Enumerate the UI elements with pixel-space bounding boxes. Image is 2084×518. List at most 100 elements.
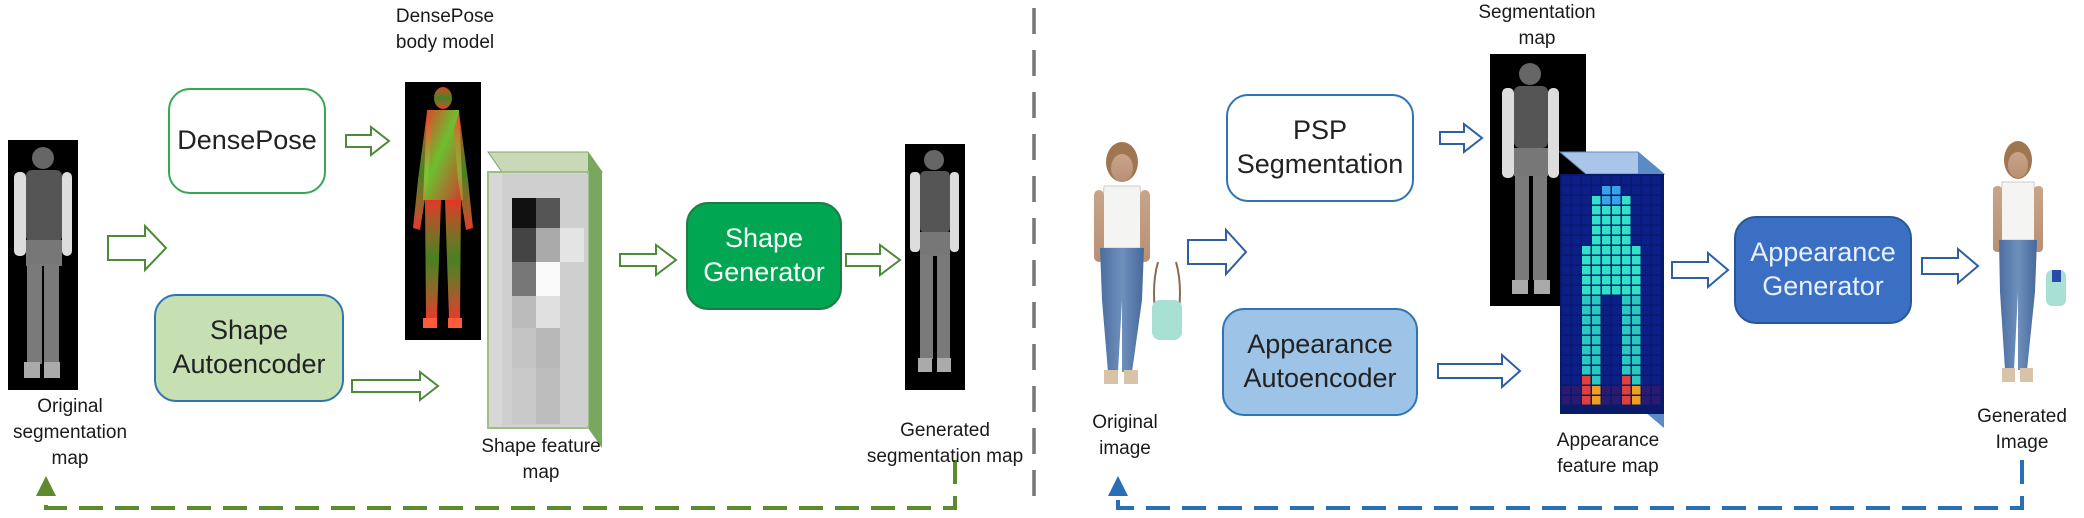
feature-cell (1652, 226, 1661, 235)
feature-cell (1612, 246, 1621, 255)
densepose-model-label: DensePose body model (395, 6, 495, 54)
feature-cell (1632, 346, 1641, 355)
feature-cell (1592, 286, 1601, 295)
shape-generator-box: Shape Generator (686, 202, 842, 310)
feature-cell (1572, 296, 1581, 305)
generated-segmentation-map (905, 144, 965, 390)
feature-cell (1572, 306, 1581, 315)
feature-cell (1572, 366, 1581, 375)
feature-cell (1642, 306, 1651, 315)
feature-cell (1622, 256, 1631, 265)
feature-cell (1612, 276, 1621, 285)
feature-cell (1622, 296, 1631, 305)
feature-cell (1592, 306, 1601, 315)
feature-cell (1582, 226, 1591, 235)
feature-cell (1602, 186, 1611, 195)
feature-cell (1632, 246, 1641, 255)
feature-cell (1642, 396, 1651, 405)
feature-cell (1602, 256, 1611, 265)
feedback-arrowhead-right (1108, 476, 1128, 496)
feature-cell (1632, 376, 1641, 385)
feature-cell (1582, 386, 1591, 395)
feature-cell (1652, 246, 1661, 255)
feature-cell (1582, 196, 1591, 205)
feedback-path-left (44, 460, 957, 510)
feature-cell (1572, 346, 1581, 355)
feature-cell (1622, 276, 1631, 285)
feature-cell (1642, 196, 1651, 205)
feature-cell (1602, 366, 1611, 375)
feature-cell (1562, 236, 1571, 245)
feature-cell (1632, 326, 1641, 335)
feature-cell (1592, 396, 1601, 405)
feature-cell (1572, 216, 1581, 225)
feature-cell (1642, 366, 1651, 375)
feature-cell (1582, 276, 1591, 285)
feature-cell (1622, 336, 1631, 345)
feature-cell (1642, 186, 1651, 195)
feature-cell (1602, 266, 1611, 275)
shape-feature-map (487, 151, 603, 448)
feature-cell (1582, 366, 1591, 375)
feature-cell (1572, 186, 1581, 195)
feature-cell (1632, 316, 1641, 325)
feature-cell (1652, 356, 1661, 365)
feature-cell (1592, 206, 1601, 215)
original-segmentation-map (8, 140, 78, 390)
feature-cell (1562, 396, 1571, 405)
feature-cell (1632, 266, 1641, 275)
feature-cell (1602, 246, 1611, 255)
feature-cell (1622, 206, 1631, 215)
appearance-autoencoder-box: Appearance Autoencoder (1222, 308, 1418, 416)
feature-cell (1582, 326, 1591, 335)
feature-cell (1652, 326, 1661, 335)
feature-cell (1602, 326, 1611, 335)
feature-cell (1632, 386, 1641, 395)
feature-cell (1562, 346, 1571, 355)
feature-cell (1642, 266, 1651, 275)
feature-cell (1592, 246, 1601, 255)
feature-cell (1562, 336, 1571, 345)
feature-cell (1652, 376, 1661, 385)
arrow-ae-to-appfeature (1437, 352, 1522, 390)
feature-cell (1572, 176, 1581, 185)
feature-cell (1572, 266, 1581, 275)
feature-cell (1612, 306, 1621, 315)
feature-cell (1632, 276, 1641, 285)
feature-cell (1642, 346, 1651, 355)
feature-cell (1652, 196, 1661, 205)
feature-cell (1642, 256, 1651, 265)
feature-cell (1582, 306, 1591, 315)
feature-cell (1572, 356, 1581, 365)
feature-cell (1622, 326, 1631, 335)
feature-cell (1612, 296, 1621, 305)
feature-cell (1562, 386, 1571, 395)
feature-cell (1622, 306, 1631, 315)
feature-cell (1572, 326, 1581, 335)
feature-cell (1632, 286, 1641, 295)
feature-cell (1562, 376, 1571, 385)
feature-cell (1632, 176, 1641, 185)
feature-cell (1572, 276, 1581, 285)
feature-cell (1592, 356, 1601, 365)
arrow-densepose-to-body (345, 124, 391, 158)
feature-cell (1582, 296, 1591, 305)
feature-cell (1582, 266, 1591, 275)
feature-cell (1602, 196, 1611, 205)
feedback-arrowhead-left (36, 476, 56, 496)
arrow-app-generator-to-output (1921, 246, 1980, 286)
feature-cell (1582, 356, 1591, 365)
feature-cell (1592, 236, 1601, 245)
generated-image (1993, 141, 2066, 382)
feature-cell (1622, 266, 1631, 275)
feature-cell (1592, 366, 1601, 375)
feature-cell (1622, 376, 1631, 385)
feature-cell (1592, 276, 1601, 285)
feature-cell (1562, 306, 1571, 315)
feature-cell (1582, 376, 1591, 385)
feature-cell (1622, 316, 1631, 325)
feature-cell (1652, 306, 1661, 315)
feature-cell (1632, 216, 1641, 225)
feature-cell (1642, 236, 1651, 245)
